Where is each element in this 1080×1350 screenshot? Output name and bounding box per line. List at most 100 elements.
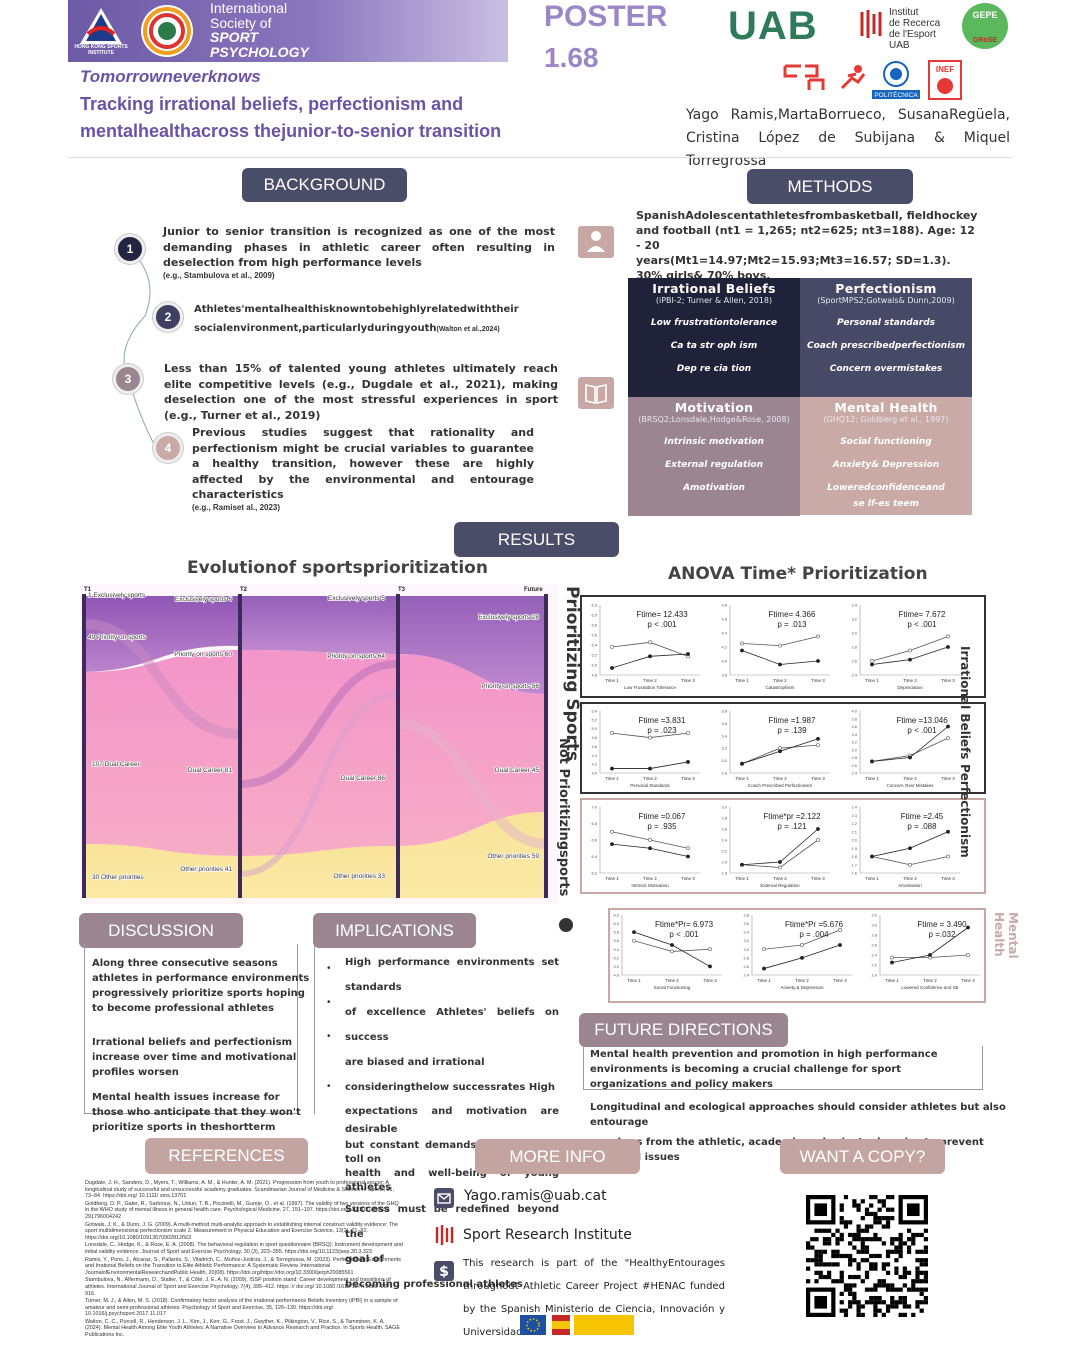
background-number-4: 4 [153, 433, 183, 463]
implications-heading: IMPLICATIONS [313, 913, 476, 948]
series-point [610, 842, 614, 847]
qr-module [814, 1253, 819, 1259]
qr-module [869, 1237, 874, 1242]
measure-subscale: Dep re cia tion [676, 364, 752, 374]
qr-module [856, 1228, 861, 1233]
qr-module [877, 1216, 882, 1221]
qr-module [873, 1295, 878, 1301]
qr-module [864, 1300, 870, 1305]
qr-module [839, 1220, 844, 1225]
qr-module [894, 1287, 899, 1292]
qr-module [898, 1274, 903, 1280]
qr-module [902, 1241, 907, 1246]
person-icon [578, 226, 614, 258]
anova-y-tick: 2.2 [721, 849, 727, 854]
anova-x-tick: Time 3 [941, 876, 955, 881]
qr-module [915, 1279, 920, 1284]
anova-axis [729, 711, 830, 774]
qr-module [923, 1274, 928, 1280]
qr-module [843, 1312, 849, 1317]
anova-y-tick: 2.4 [851, 771, 857, 776]
qr-code[interactable] [806, 1195, 928, 1317]
qr-module [902, 1283, 907, 1288]
institute-name: Sport Research Institute [463, 1227, 632, 1243]
qr-module [898, 1237, 903, 1242]
anova-y-tick: 5.0 [613, 964, 619, 969]
series-point [686, 760, 690, 764]
qr-module [919, 1232, 924, 1238]
anova-y-tick: 4.0 [721, 659, 727, 664]
qr-module [919, 1308, 924, 1313]
qr-module [848, 1291, 853, 1296]
qr-module [911, 1287, 916, 1292]
qr-module [864, 1207, 870, 1212]
poster-number: 1.68 [544, 42, 599, 73]
qr-module [877, 1300, 882, 1305]
anova-f-stat: Ftime = 3.490 [917, 920, 967, 929]
qr-module [869, 1300, 874, 1305]
qr-module [856, 1237, 861, 1242]
series-point [870, 662, 874, 667]
anova-x-tick: Time 3 [681, 876, 695, 881]
series-point [946, 854, 950, 859]
series-point [778, 865, 782, 870]
qr-module [839, 1253, 844, 1259]
series-point [708, 964, 712, 969]
qr-module [873, 1253, 878, 1259]
anova-x-tick: Time 3 [941, 776, 955, 781]
anova-p-value: p = .139 [777, 726, 807, 735]
anova-x-tick: Time 2 [773, 776, 787, 781]
more-info-heading: MORE INFO [475, 1139, 640, 1174]
qr-module [915, 1258, 920, 1263]
qr-module [898, 1287, 903, 1292]
anova-y-tick: 2.8 [851, 755, 857, 760]
qr-module [894, 1300, 899, 1305]
anova-f-stat: Ftime*Pr= 6.973 [655, 920, 714, 929]
qr-module [839, 1270, 844, 1275]
anova-p-value: p < .001 [907, 726, 937, 735]
qr-module [919, 1287, 924, 1292]
qr-module [856, 1300, 861, 1305]
anova-y-tick: 5.4 [591, 643, 597, 648]
anova-axis [859, 807, 960, 874]
series-point [648, 640, 652, 645]
anova-panel-label: Social Functioning [654, 985, 691, 990]
qr-module [869, 1287, 874, 1292]
qr-module [860, 1228, 865, 1233]
qr-module [881, 1312, 886, 1317]
series-point [816, 634, 820, 639]
qr-module [848, 1253, 853, 1259]
qr-module [894, 1245, 899, 1250]
qr-module [873, 1312, 878, 1317]
results-heading: RESULTS [454, 522, 619, 557]
mail-icon [434, 1188, 454, 1208]
qr-module [856, 1249, 861, 1254]
qr-module [919, 1262, 924, 1267]
qr-module [831, 1279, 836, 1284]
qr-module [873, 1266, 878, 1271]
qr-module [923, 1262, 928, 1267]
anova-y-tick: 3.6 [743, 921, 749, 926]
qr-module [839, 1308, 844, 1313]
qr-module [848, 1287, 853, 1292]
qr-module [822, 1228, 828, 1233]
qr-module [890, 1295, 895, 1301]
contact-email[interactable]: Yago.ramis@uab.cat [464, 1188, 607, 1204]
anova-y-tick: 4.6 [591, 744, 597, 749]
qr-module [831, 1232, 836, 1238]
authors: Yago Ramis,MartaBorrueco, SusanaRegüela,… [686, 107, 1010, 169]
anova-f-stat: Ftime= 12.433 [636, 610, 688, 619]
qr-module [864, 1287, 870, 1292]
qr-module [873, 1283, 878, 1288]
anova-y-tick: 3.4 [851, 732, 857, 737]
anova-y-tick: 5.2 [613, 955, 619, 960]
anova-f-stat: Ftime =13.046 [896, 716, 948, 725]
inef-logo: INEF [928, 60, 962, 100]
qr-module [894, 1270, 899, 1275]
sankey-node-label: Exclusively sports 6 [175, 596, 232, 603]
qr-module [856, 1274, 861, 1280]
qr-module [814, 1237, 819, 1242]
qr-module [915, 1304, 920, 1309]
qr-module [864, 1249, 870, 1254]
